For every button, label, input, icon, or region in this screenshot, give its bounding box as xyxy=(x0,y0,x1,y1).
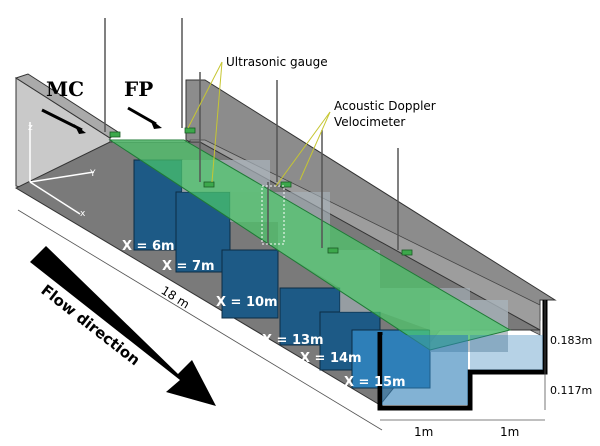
probe-head xyxy=(401,249,413,256)
section-label: X = 6m xyxy=(122,239,175,254)
probe-heads xyxy=(109,127,413,256)
fp-label: FP xyxy=(124,77,153,101)
mc-arrowhead xyxy=(74,124,86,134)
section-label: X = 13m xyxy=(262,333,324,348)
probe-rods xyxy=(104,18,399,250)
end-section-side xyxy=(470,335,543,370)
adv-label-line1: Acoustic Doppler xyxy=(334,99,436,113)
axis-x-label: x xyxy=(80,209,86,219)
depth-lower-label: 0.117m xyxy=(550,384,592,397)
section-label: X = 14m xyxy=(300,351,362,366)
section-block xyxy=(221,249,279,319)
section-label: X = 15m xyxy=(344,375,406,390)
adv-label-line2: Velocimeter xyxy=(334,115,405,129)
mc-label: MC xyxy=(46,77,84,101)
width-left-label: 1m xyxy=(414,425,433,439)
axis-y-line xyxy=(29,171,95,183)
probe-head xyxy=(280,181,292,188)
probe-head xyxy=(327,247,339,254)
section-label: X = 7m xyxy=(162,259,215,274)
probe-head xyxy=(203,181,215,188)
adv-leader xyxy=(275,111,331,187)
ultrasonic-gauge-label: Ultrasonic gauge xyxy=(226,55,328,69)
adv-leader xyxy=(299,111,331,181)
width-right-label: 1m xyxy=(500,425,519,439)
back-wall xyxy=(185,79,557,321)
depth-upper-label: 0.183m xyxy=(550,334,592,347)
section-label: X = 10m xyxy=(216,295,278,310)
ultrasonic-leader xyxy=(211,61,223,183)
fp-arrowhead xyxy=(150,119,162,129)
axes xyxy=(29,122,95,215)
end-section-water xyxy=(382,335,468,405)
water-surface xyxy=(108,139,512,351)
flow-direction-arrow xyxy=(30,246,216,406)
length-dimension xyxy=(17,209,383,431)
probe-head xyxy=(184,127,196,134)
probe-head xyxy=(109,131,121,138)
axis-y-label: Y xyxy=(89,169,96,179)
axis-x-line xyxy=(29,181,81,215)
axis-z-label: z xyxy=(28,123,33,133)
ultrasonic-leader xyxy=(187,61,223,129)
